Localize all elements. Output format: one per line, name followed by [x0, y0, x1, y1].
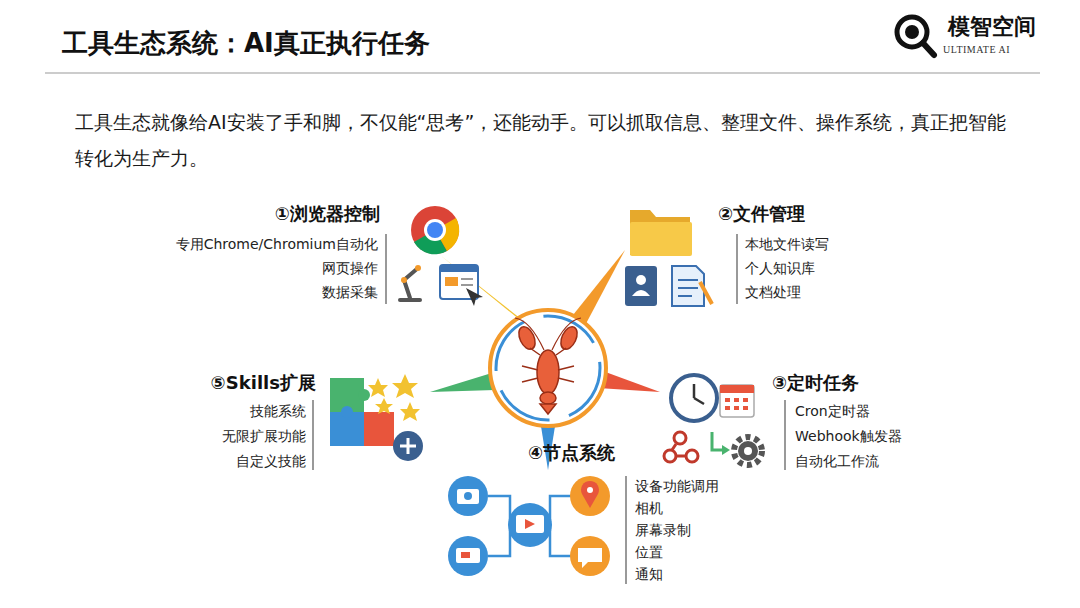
section-heading: ①浏览器控制	[275, 203, 380, 225]
feature-item: 网页操作	[322, 260, 378, 277]
feature-item: 个人知识库	[745, 260, 815, 277]
feature-item: 无限扩展功能	[222, 428, 306, 445]
feature-item: 自动化工作流	[795, 453, 879, 470]
section-heading: ③定时任务	[772, 372, 859, 394]
section-heading: ②文件管理	[718, 203, 805, 225]
feature-item: 位置	[635, 544, 663, 561]
logo-text: 模智空间	[948, 14, 1036, 40]
feature-item: 数据采集	[322, 284, 378, 301]
feature-item: 文档处理	[745, 284, 801, 301]
logo-subtext: ULTIMATE AI	[943, 44, 1010, 56]
feature-item: 相机	[635, 500, 663, 517]
feature-item: 专用Chrome/Chromium自动化	[176, 236, 378, 253]
feature-item: 屏幕录制	[635, 522, 691, 539]
feature-item: Webhook触发器	[795, 428, 902, 445]
section-heading: ⑤Skills扩展	[211, 372, 316, 394]
feature-item: Cron定时器	[795, 403, 870, 420]
section-heading: ④节点系统	[528, 442, 615, 464]
feature-item: 通知	[635, 566, 663, 583]
feature-item: 设备功能调用	[635, 478, 719, 495]
feature-item: 技能系统	[250, 403, 306, 420]
intro-text: 工具生态就像给AI安装了手和脚，不仅能“思考”，还能动手。可以抓取信息、整理文件…	[75, 104, 1010, 176]
feature-item: 本地文件读写	[745, 236, 829, 253]
slide-title: 工具生态系统：AI真正执行任务	[62, 28, 430, 59]
feature-item: 自定义技能	[236, 453, 306, 470]
